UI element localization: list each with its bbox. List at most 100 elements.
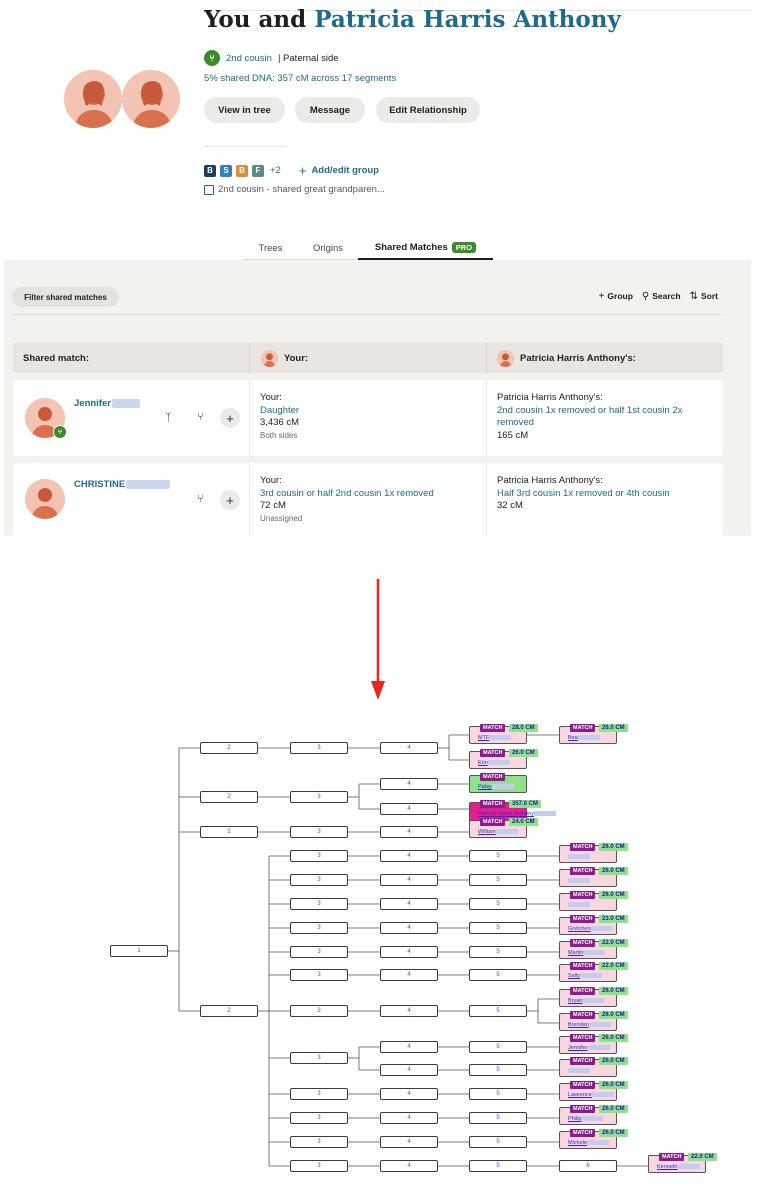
your-avatar[interactable]: [64, 70, 122, 128]
match-node-label[interactable]: Lawrence: [568, 1092, 614, 1098]
tree-node-gen-4[interactable]: 4: [380, 1005, 438, 1017]
tree-node-gen-4[interactable]: 4: [380, 898, 438, 910]
their-relationship[interactable]: Half 3rd cousin 1x removed or 4th cousin: [497, 487, 670, 499]
tree-node-gen-5[interactable]: 5: [469, 1136, 527, 1148]
tree-node-gen-5[interactable]: 5: [469, 922, 527, 934]
match-node-label[interactable]: Kenneth: [657, 1164, 700, 1170]
tree-node-gen-5[interactable]: 5: [469, 898, 527, 910]
tree-node-gen-3[interactable]: 3: [290, 969, 348, 981]
tree-node-gen-3[interactable]: 3: [290, 1088, 348, 1100]
match-node-label[interactable]: Bea: [568, 735, 600, 741]
note-line[interactable]: 2nd cousin - shared great grandparen...: [204, 184, 385, 195]
tree-node-gen-4[interactable]: 4: [380, 1112, 438, 1124]
your-relationship[interactable]: Daughter: [260, 404, 300, 416]
tree-node-gen-5[interactable]: 5: [469, 1005, 527, 1017]
tree-node-gen-4[interactable]: 4: [380, 1160, 438, 1172]
match-node-label[interactable]: Philip: [568, 1116, 604, 1122]
match-node-label[interactable]: Martin: [568, 950, 606, 956]
group-chip[interactable]: B: [204, 164, 216, 177]
more-groups[interactable]: +2: [270, 165, 281, 176]
tree-node-gen-5[interactable]: 5: [469, 874, 527, 886]
tree-node-gen-3[interactable]: 3: [290, 1005, 348, 1017]
search-button[interactable]: ⚲Search: [642, 291, 681, 302]
tree-node-gen-4[interactable]: 4: [380, 1041, 438, 1053]
tree-node-gen-3[interactable]: 3: [290, 1160, 348, 1172]
match-node-label[interactable]: Bryan: [568, 998, 605, 1004]
tree-node-gen-4[interactable]: 4: [380, 742, 438, 754]
message-button[interactable]: Message: [295, 97, 365, 123]
tree-node-gen-3[interactable]: 3: [290, 874, 348, 886]
tree-node-gen-3[interactable]: 3: [290, 850, 348, 862]
tree-node-gen-3[interactable]: 3: [290, 742, 348, 754]
group-button[interactable]: +Group: [599, 291, 633, 302]
tree-node-gen-2[interactable]: 2: [200, 791, 258, 803]
tree-node-gen-5[interactable]: 5: [469, 969, 527, 981]
match-avatar[interactable]: [25, 398, 65, 438]
match-name[interactable]: CHRISTINE: [74, 479, 171, 490]
tree-node-gen-5[interactable]: 5: [469, 1160, 527, 1172]
tree-node-gen-3[interactable]: 3: [290, 922, 348, 934]
tree-node-gen-3[interactable]: 3: [290, 826, 348, 838]
their-relationship[interactable]: 2nd cousin 1x removed or half 1st cousin…: [497, 404, 683, 416]
match-node-label[interactable]: Gretchen: [568, 926, 613, 932]
tree-node-gen-4[interactable]: 4: [380, 969, 438, 981]
tree-node-gen-4[interactable]: 4: [380, 778, 438, 790]
match-node-label[interactable]: Erin: [478, 760, 510, 766]
filter-shared-matches-button[interactable]: Filter shared matches: [12, 287, 119, 307]
tree-node-gen-3[interactable]: 3: [290, 1136, 348, 1148]
tab-origins[interactable]: Origins: [312, 242, 344, 254]
match-node-label[interactable]: Jennifer: [568, 1045, 610, 1051]
tree-node-gen-5[interactable]: 5: [469, 1041, 527, 1053]
edit-relationship-button[interactable]: Edit Relationship: [376, 97, 480, 123]
tree-node-gen-6[interactable]: 6: [559, 1160, 617, 1172]
match-node-label[interactable]: MTF: [478, 735, 512, 741]
tree-node-gen-5[interactable]: 5: [469, 946, 527, 958]
match-node-label[interactable]: Sally: [568, 973, 602, 979]
shared-dna-link[interactable]: 5% shared DNA: 357 cM across 17 segments: [204, 73, 397, 84]
people-icon[interactable]: ᛉ: [165, 412, 172, 424]
match-node-label[interactable]: Brendan: [568, 1022, 611, 1028]
tree-node-gen-5[interactable]: 5: [469, 850, 527, 862]
tree-node-gen-4[interactable]: 4: [380, 803, 438, 815]
match-node-label[interactable]: Michele: [568, 1140, 609, 1146]
add-edit-group-button[interactable]: + Add/edit group: [299, 163, 379, 178]
sort-button[interactable]: ⇅Sort: [690, 291, 718, 302]
match-avatar[interactable]: [25, 479, 65, 519]
tree-node-gen-3[interactable]: 3: [290, 1112, 348, 1124]
tree-node-gen-4[interactable]: 4: [380, 874, 438, 886]
tree-icon[interactable]: ⑂: [197, 493, 204, 505]
match-node-label[interactable]: [568, 1068, 590, 1074]
your-relationship[interactable]: 3rd cousin or half 2nd cousin 1x removed: [260, 487, 434, 499]
tree-node-gen-2[interactable]: 2: [200, 742, 258, 754]
match-node-label[interactable]: [568, 902, 590, 908]
match-avatar[interactable]: [122, 70, 180, 128]
group-chip[interactable]: F: [252, 164, 264, 177]
table-row[interactable]: ⑂ Jennifer ᛉ ⑂ + Your: Daughter 3,436 cM…: [13, 380, 723, 456]
tree-node-gen-3[interactable]: 3: [290, 946, 348, 958]
tree-node-gen-3[interactable]: 3: [290, 791, 348, 803]
tree-node-gen-2[interactable]: 2: [200, 826, 258, 838]
tree-node-gen-5[interactable]: 5: [469, 1088, 527, 1100]
add-to-group-button[interactable]: +: [220, 408, 240, 428]
tree-node-gen-1[interactable]: 1: [110, 945, 168, 957]
tree-node-gen-4[interactable]: 4: [380, 1088, 438, 1100]
relationship-link[interactable]: 2nd cousin: [226, 52, 272, 64]
match-name[interactable]: Jennifer: [74, 398, 140, 409]
match-node-label[interactable]: Patricia Harris Anthony: [478, 811, 556, 817]
match-node-label[interactable]: Patsy: [478, 784, 514, 790]
group-chip[interactable]: B: [236, 164, 248, 177]
